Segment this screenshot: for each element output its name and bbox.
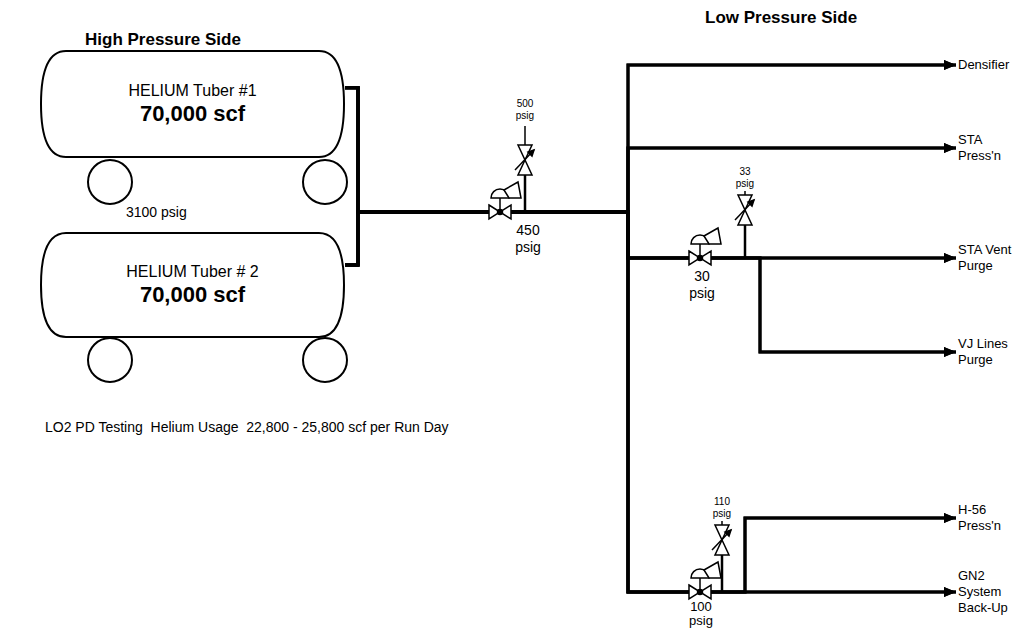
pressure-setting: 450 psig (512, 222, 544, 256)
relief-valve-symbol (515, 126, 534, 212)
wheel (303, 160, 347, 204)
side-heading: High Pressure Side (85, 30, 285, 50)
tank-capacity: 70,000 scf (140, 282, 245, 308)
tank-shape (41, 51, 344, 157)
wheel (88, 338, 132, 382)
supply-line (345, 212, 956, 592)
pressure-regulator-symbol (489, 182, 521, 219)
destination-label: H-56 Press'n (958, 502, 1016, 534)
side-heading: Low Pressure Side (705, 8, 905, 28)
supply-line (345, 88, 956, 592)
tank-shape (41, 233, 344, 337)
pressure-setting: 110 psig (710, 496, 734, 520)
pressure-setting: 30 psig (686, 268, 718, 302)
pressure-setting: 500 psig (513, 98, 537, 122)
supply-line (345, 212, 956, 352)
destination-node: H-56 Press'n (958, 502, 1016, 534)
note-label: LO2 PD Testing Helium Usage 22,800 - 25,… (45, 418, 605, 436)
destination-node: GN2 System Back-Up (958, 568, 1016, 616)
wheel (88, 160, 132, 204)
supply-line (345, 148, 956, 265)
supply-line (345, 65, 956, 265)
destination-label: VJ Lines Purge (958, 336, 1016, 368)
destination-node: VJ Lines Purge (958, 336, 1016, 368)
destination-label: GN2 System Back-Up (958, 568, 1016, 616)
destination-node: STA Vent Purge (958, 242, 1016, 274)
supply-line (345, 88, 956, 352)
destination-label: Densifier (958, 57, 1016, 73)
tank-name: HELIUM Tuber #1 (128, 81, 256, 101)
tank-capacity: 70,000 scf (140, 101, 245, 127)
supply-line (345, 88, 956, 258)
tank-name: HELIUM Tuber # 2 (126, 262, 259, 282)
supply-line (345, 212, 956, 592)
supply-line (345, 65, 956, 212)
destination-label: STA Vent Purge (958, 242, 1016, 274)
supply-line (345, 88, 956, 212)
destination-label: STA Press'n (958, 132, 1016, 164)
supply-line (345, 88, 956, 592)
note-label: 3100 psig (126, 204, 216, 221)
pressure-setting: 33 psig (733, 166, 757, 190)
wheel (303, 338, 347, 382)
relief-valve-symbol (735, 191, 754, 258)
pressure-setting: 100 psig (686, 600, 716, 628)
destination-node: Densifier (958, 57, 1016, 73)
tuber-tank: HELIUM Tuber # 270,000 scf (40, 232, 345, 338)
tuber-tank: HELIUM Tuber #170,000 scf (40, 50, 345, 158)
relief-valve-symbol (712, 521, 731, 592)
destination-node: STA Press'n (958, 132, 1016, 164)
pressure-regulator-symbol (689, 228, 721, 265)
pressure-regulator-symbol (689, 562, 721, 599)
